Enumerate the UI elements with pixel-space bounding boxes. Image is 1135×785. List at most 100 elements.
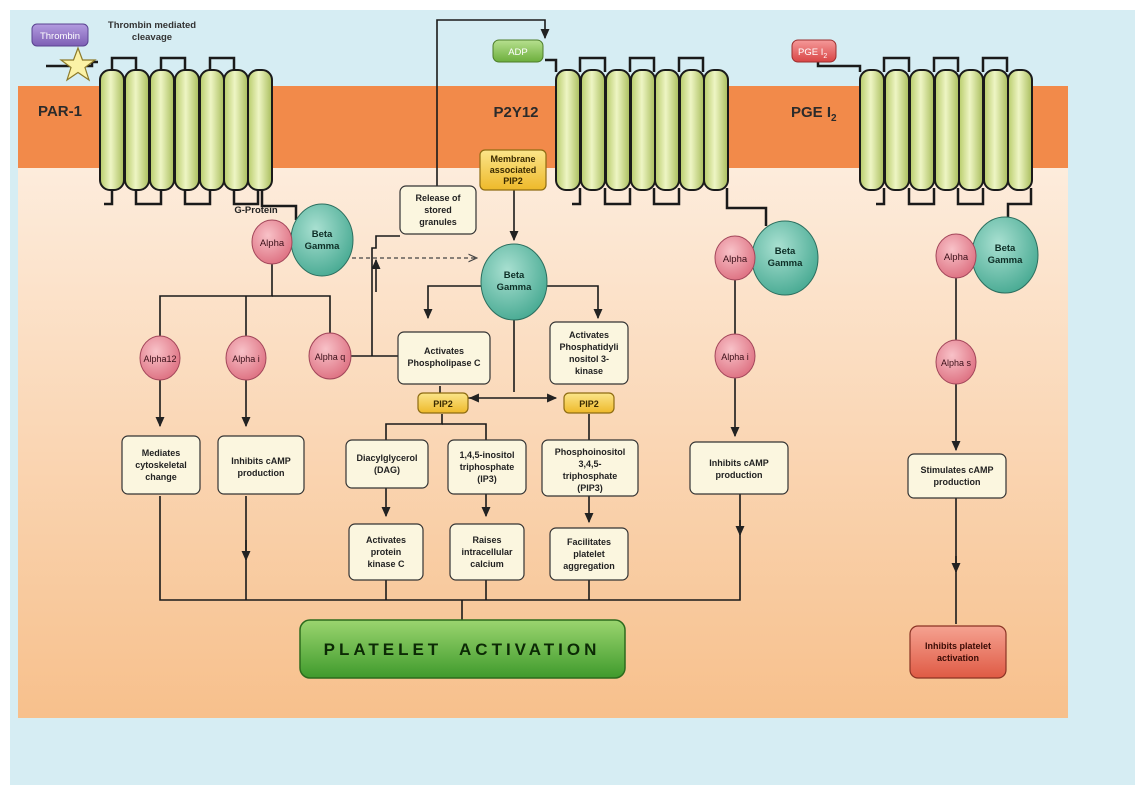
svg-text:Beta: Beta (504, 270, 525, 281)
svg-text:(DAG): (DAG) (374, 465, 400, 475)
svg-text:protein: protein (371, 547, 402, 557)
pgei2-ligand: PGE I2 (791, 39, 837, 63)
svg-text:Activates: Activates (424, 346, 464, 356)
stimulates-camp-box: Stimulates cAMP production (907, 453, 1007, 499)
inhibits-camp-box-p2y12: Inhibits cAMP production (689, 441, 789, 495)
svg-text:Release of: Release of (415, 193, 461, 203)
pathway-connectors (155, 19, 961, 624)
svg-text:Gamma: Gamma (305, 241, 341, 252)
svg-text:Raises: Raises (472, 535, 501, 545)
label-pgei2: PGE I2 (791, 104, 837, 124)
pgei2-beta-gamma: Beta Gamma (971, 216, 1039, 294)
svg-text:Activates: Activates (366, 535, 406, 545)
svg-text:PIP2: PIP2 (433, 399, 453, 409)
svg-text:Beta: Beta (995, 243, 1016, 254)
svg-text:Beta: Beta (312, 229, 333, 240)
svg-text:Stimulates cAMP: Stimulates cAMP (920, 465, 993, 475)
alpha-i-subunit-par1: Alpha i (225, 335, 267, 381)
alpha-s-subunit: Alpha s (935, 339, 977, 385)
svg-text:production: production (238, 468, 285, 478)
inhibits-camp-box-par1: Inhibits cAMP production (217, 435, 305, 495)
pip3-box: Phosphoinositol 3,4,5- triphosphate (PIP… (541, 439, 639, 497)
svg-text:Activates: Activates (569, 330, 609, 340)
svg-text:Gamma: Gamma (768, 258, 804, 269)
svg-text:ADP: ADP (508, 47, 528, 58)
svg-text:kinase: kinase (575, 366, 603, 376)
thrombin-ligand: Thrombin (31, 23, 89, 47)
svg-text:activation: activation (937, 653, 979, 663)
receptor-p2y12 (545, 56, 768, 226)
receptor-pgei2 (816, 56, 1033, 220)
svg-text:Thrombin: Thrombin (40, 31, 80, 42)
svg-text:production: production (934, 477, 981, 487)
svg-text:Phosphoinositol: Phosphoinositol (555, 447, 626, 457)
platelet-activation-box: PLATELET ACTIVATION (299, 619, 626, 679)
svg-text:intracellular: intracellular (461, 547, 513, 557)
svg-text:Mediates: Mediates (142, 448, 181, 458)
svg-text:(IP3): (IP3) (477, 474, 497, 484)
alpha-i-subunit-p2y12: Alpha i (714, 333, 756, 379)
svg-text:Alpha12: Alpha12 (143, 354, 176, 364)
svg-text:Inhibits platelet: Inhibits platelet (925, 641, 991, 651)
pgei2-alpha: Alpha (935, 233, 977, 279)
release-granules-box: Release of stored granules (399, 185, 477, 235)
pip2-box-right: PIP2 (563, 392, 615, 414)
svg-text:PLATELET ACTIVATION: PLATELET ACTIVATION (324, 640, 601, 659)
cleavage-label-2: cleavage (132, 32, 172, 43)
pip2-box-left: PIP2 (417, 392, 469, 414)
par1-alpha: Alpha (251, 219, 293, 265)
cleavage-star-icon (59, 46, 97, 82)
central-beta-gamma: Beta Gamma (480, 243, 548, 321)
adp-ligand: ADP (492, 39, 544, 63)
svg-text:Phosphatidyli: Phosphatidyli (559, 342, 618, 352)
svg-text:calcium: calcium (470, 559, 504, 569)
svg-text:Gamma: Gamma (497, 282, 533, 293)
svg-text:Alpha q: Alpha q (315, 352, 346, 362)
p2y12-alpha: Alpha (714, 235, 756, 281)
inhibits-platelet-activation-box: Inhibits platelet activation (909, 625, 1007, 679)
raises-calcium-box: Raises intracellular calcium (449, 523, 525, 581)
svg-text:change: change (145, 472, 177, 482)
svg-text:Alpha: Alpha (723, 254, 748, 265)
svg-text:Phospholipase C: Phospholipase C (407, 358, 481, 368)
svg-text:PIP2: PIP2 (579, 399, 599, 409)
par1-beta-gamma: Beta Gamma (290, 203, 354, 277)
svg-text:platelet: platelet (573, 549, 605, 559)
membrane-pip2-box: Membrane associated PIP2 (479, 149, 547, 191)
dag-box: Diacylglycerol (DAG) (345, 439, 429, 489)
alpha12-subunit: Alpha12 (139, 335, 181, 381)
svg-text:triphosphate: triphosphate (563, 471, 618, 481)
activates-pi3k-box: Activates Phosphatidyli nositol 3- kinas… (549, 321, 629, 385)
svg-text:Facilitates: Facilitates (567, 537, 611, 547)
svg-text:aggregation: aggregation (563, 561, 615, 571)
svg-text:stored: stored (424, 205, 452, 215)
svg-text:Alpha i: Alpha i (721, 352, 749, 362)
activates-phospholipase-box: Activates Phospholipase C (397, 331, 491, 385)
svg-text:PGE I2: PGE I2 (798, 47, 827, 60)
svg-text:(PIP3): (PIP3) (577, 483, 603, 493)
g-protein-label: G-Protein (234, 205, 277, 216)
svg-text:associated: associated (490, 165, 537, 175)
receptor-par1 (46, 56, 298, 220)
svg-text:Diacylglycerol: Diacylglycerol (356, 453, 417, 463)
svg-text:granules: granules (419, 217, 457, 227)
svg-text:3,4,5-: 3,4,5- (578, 459, 601, 469)
svg-text:Membrane: Membrane (490, 154, 535, 164)
svg-text:Alpha s: Alpha s (941, 358, 972, 368)
ip3-box: 1,4,5-inositol triphosphate (IP3) (447, 439, 527, 495)
svg-text:Alpha i: Alpha i (232, 354, 260, 364)
svg-text:nositol 3-: nositol 3- (569, 354, 609, 364)
svg-text:Alpha: Alpha (260, 238, 285, 249)
svg-text:PIP2: PIP2 (503, 176, 523, 186)
svg-text:production: production (716, 470, 763, 480)
svg-text:triphosphate: triphosphate (460, 462, 515, 472)
mediates-cytoskeletal-box: Mediates cytoskeletal change (121, 435, 201, 495)
cleavage-label-1: Thrombin mediated (108, 20, 196, 31)
svg-text:Alpha: Alpha (944, 252, 969, 263)
svg-text:Inhibits cAMP: Inhibits cAMP (231, 456, 291, 466)
p2y12-beta-gamma: Beta Gamma (751, 220, 819, 296)
label-p2y12: P2Y12 (493, 104, 538, 121)
svg-text:Gamma: Gamma (988, 255, 1024, 266)
